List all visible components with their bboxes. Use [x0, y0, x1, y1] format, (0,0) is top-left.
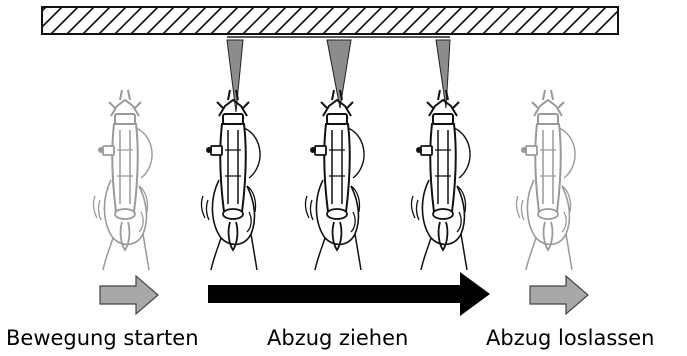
spray-gun-2 — [202, 90, 261, 270]
spray-gun-1 — [94, 90, 153, 270]
arrow-release — [530, 276, 588, 314]
label-start-movement: Bewegung starten — [6, 326, 199, 350]
label-pull-trigger: Abzug ziehen — [267, 326, 408, 350]
hatched-bar — [42, 7, 618, 34]
wedge-center — [327, 40, 351, 108]
arrow-start — [100, 276, 158, 314]
spray-gun-5 — [517, 90, 576, 270]
spray-gun-3 — [306, 90, 365, 270]
label-release-trigger: Abzug loslassen — [486, 326, 654, 350]
spray-gun-4 — [412, 90, 471, 270]
arrow-pull — [208, 272, 490, 316]
